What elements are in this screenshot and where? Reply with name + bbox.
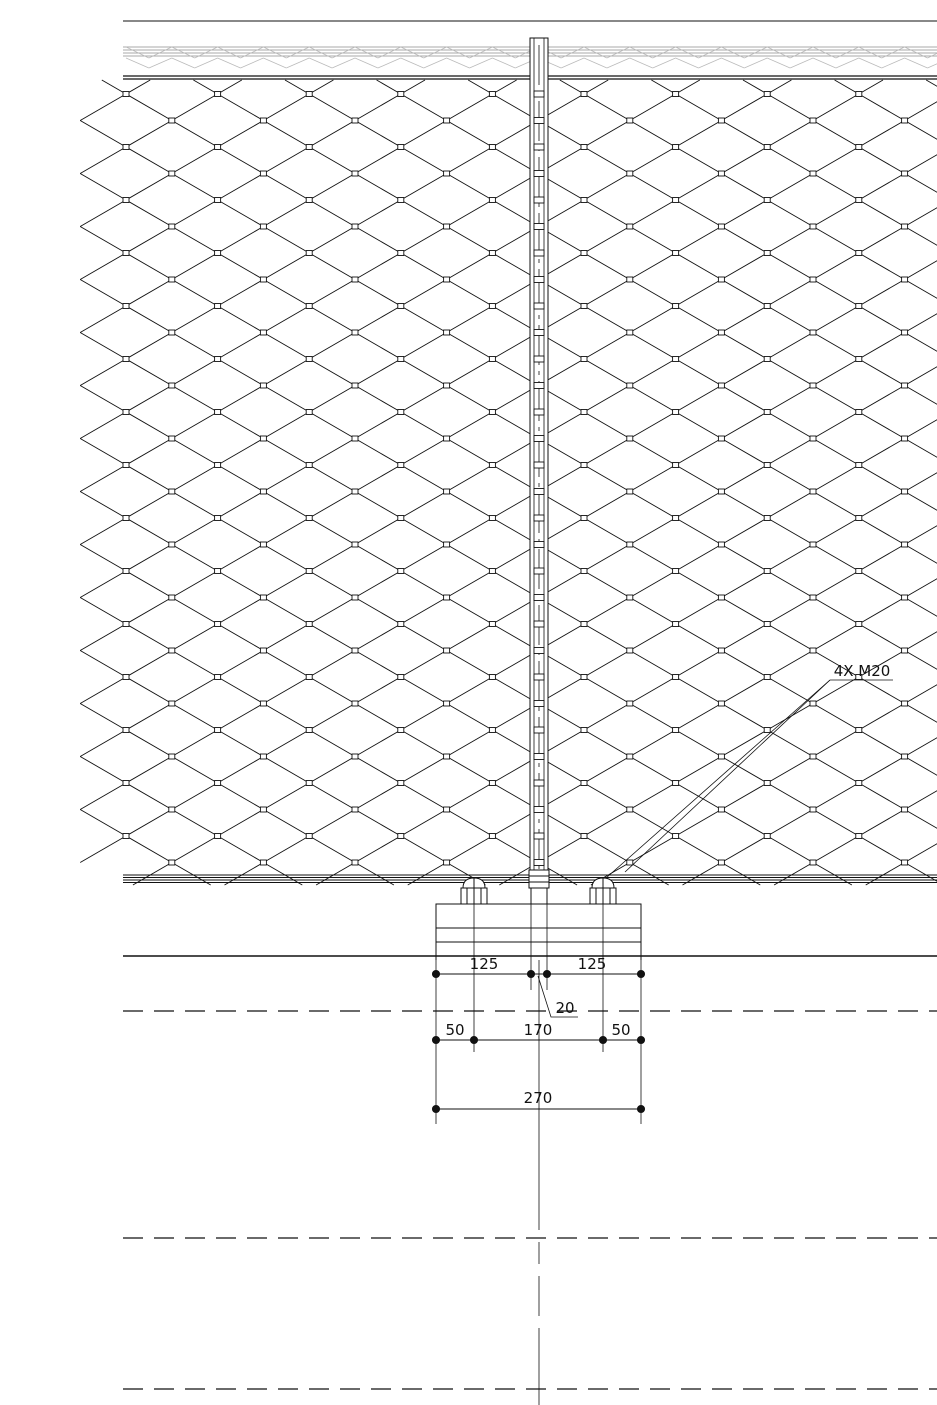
dim-20: 20 <box>555 999 574 1017</box>
base-plate <box>435 903 642 960</box>
mesh-clip-nodes <box>122 91 909 866</box>
bolt-note-leader <box>605 679 893 879</box>
bolt-note-label: 4X M20 <box>834 662 891 680</box>
dimension-lines <box>431 969 646 1114</box>
post-foot <box>528 869 550 905</box>
anchor-bolt-left <box>460 877 488 905</box>
dim-270: 270 <box>524 1089 553 1107</box>
dim-170: 170 <box>524 1021 553 1039</box>
steel-post <box>529 37 549 871</box>
dim-125-left: 125 <box>470 955 499 973</box>
dim-125-right: 125 <box>578 955 607 973</box>
dim-50-left: 50 <box>445 1021 464 1039</box>
anchor-bolt-right <box>589 877 617 905</box>
post-width-leader <box>537 975 578 1018</box>
foundation-dashed-lines <box>123 1010 937 1390</box>
wire-mesh-net <box>79 79 937 886</box>
dim-50-right: 50 <box>611 1021 630 1039</box>
post-clamps <box>533 90 545 866</box>
